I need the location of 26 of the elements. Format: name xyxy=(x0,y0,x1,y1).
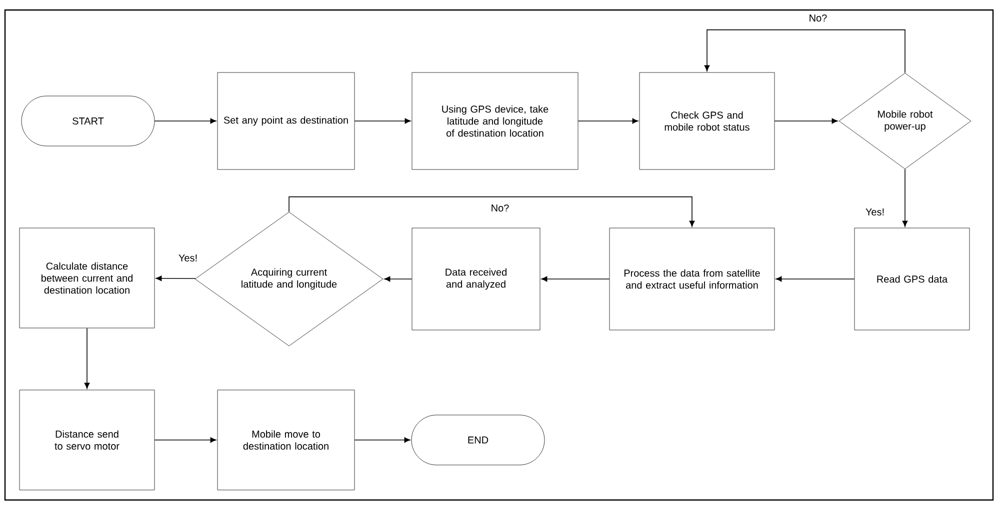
arrow xyxy=(354,437,410,443)
arrow xyxy=(902,168,908,227)
arrow xyxy=(354,118,411,124)
arrow xyxy=(704,29,906,74)
process-box: Process the data from satellite and extract useful information xyxy=(609,228,775,330)
arrow xyxy=(578,118,638,124)
arrow xyxy=(156,276,196,281)
process-box: Using GPS device, take latitude and longitude of destination location xyxy=(412,72,578,170)
edge-label: Yes! xyxy=(864,208,886,216)
process-box: Calculate distance between current and destination location xyxy=(19,228,155,328)
process-box: Mobile move to destination location xyxy=(217,390,355,490)
edge-label: No? xyxy=(490,203,510,213)
process-box: Check GPS and mobile robot status xyxy=(639,72,775,170)
process-box: Read GPS data xyxy=(854,228,970,330)
arrow xyxy=(288,196,695,227)
edge-label: No? xyxy=(808,13,828,23)
arrow xyxy=(154,437,216,443)
arrow xyxy=(541,276,610,282)
arrow xyxy=(774,118,838,124)
process-box: Set any point as destination xyxy=(217,72,355,170)
arrow xyxy=(84,328,90,389)
arrow xyxy=(154,118,216,124)
process-box: Data received and analyzed xyxy=(412,228,540,330)
arrow xyxy=(384,276,412,282)
arrow xyxy=(776,276,855,282)
process-box: Distance send to servo motor xyxy=(19,390,155,490)
